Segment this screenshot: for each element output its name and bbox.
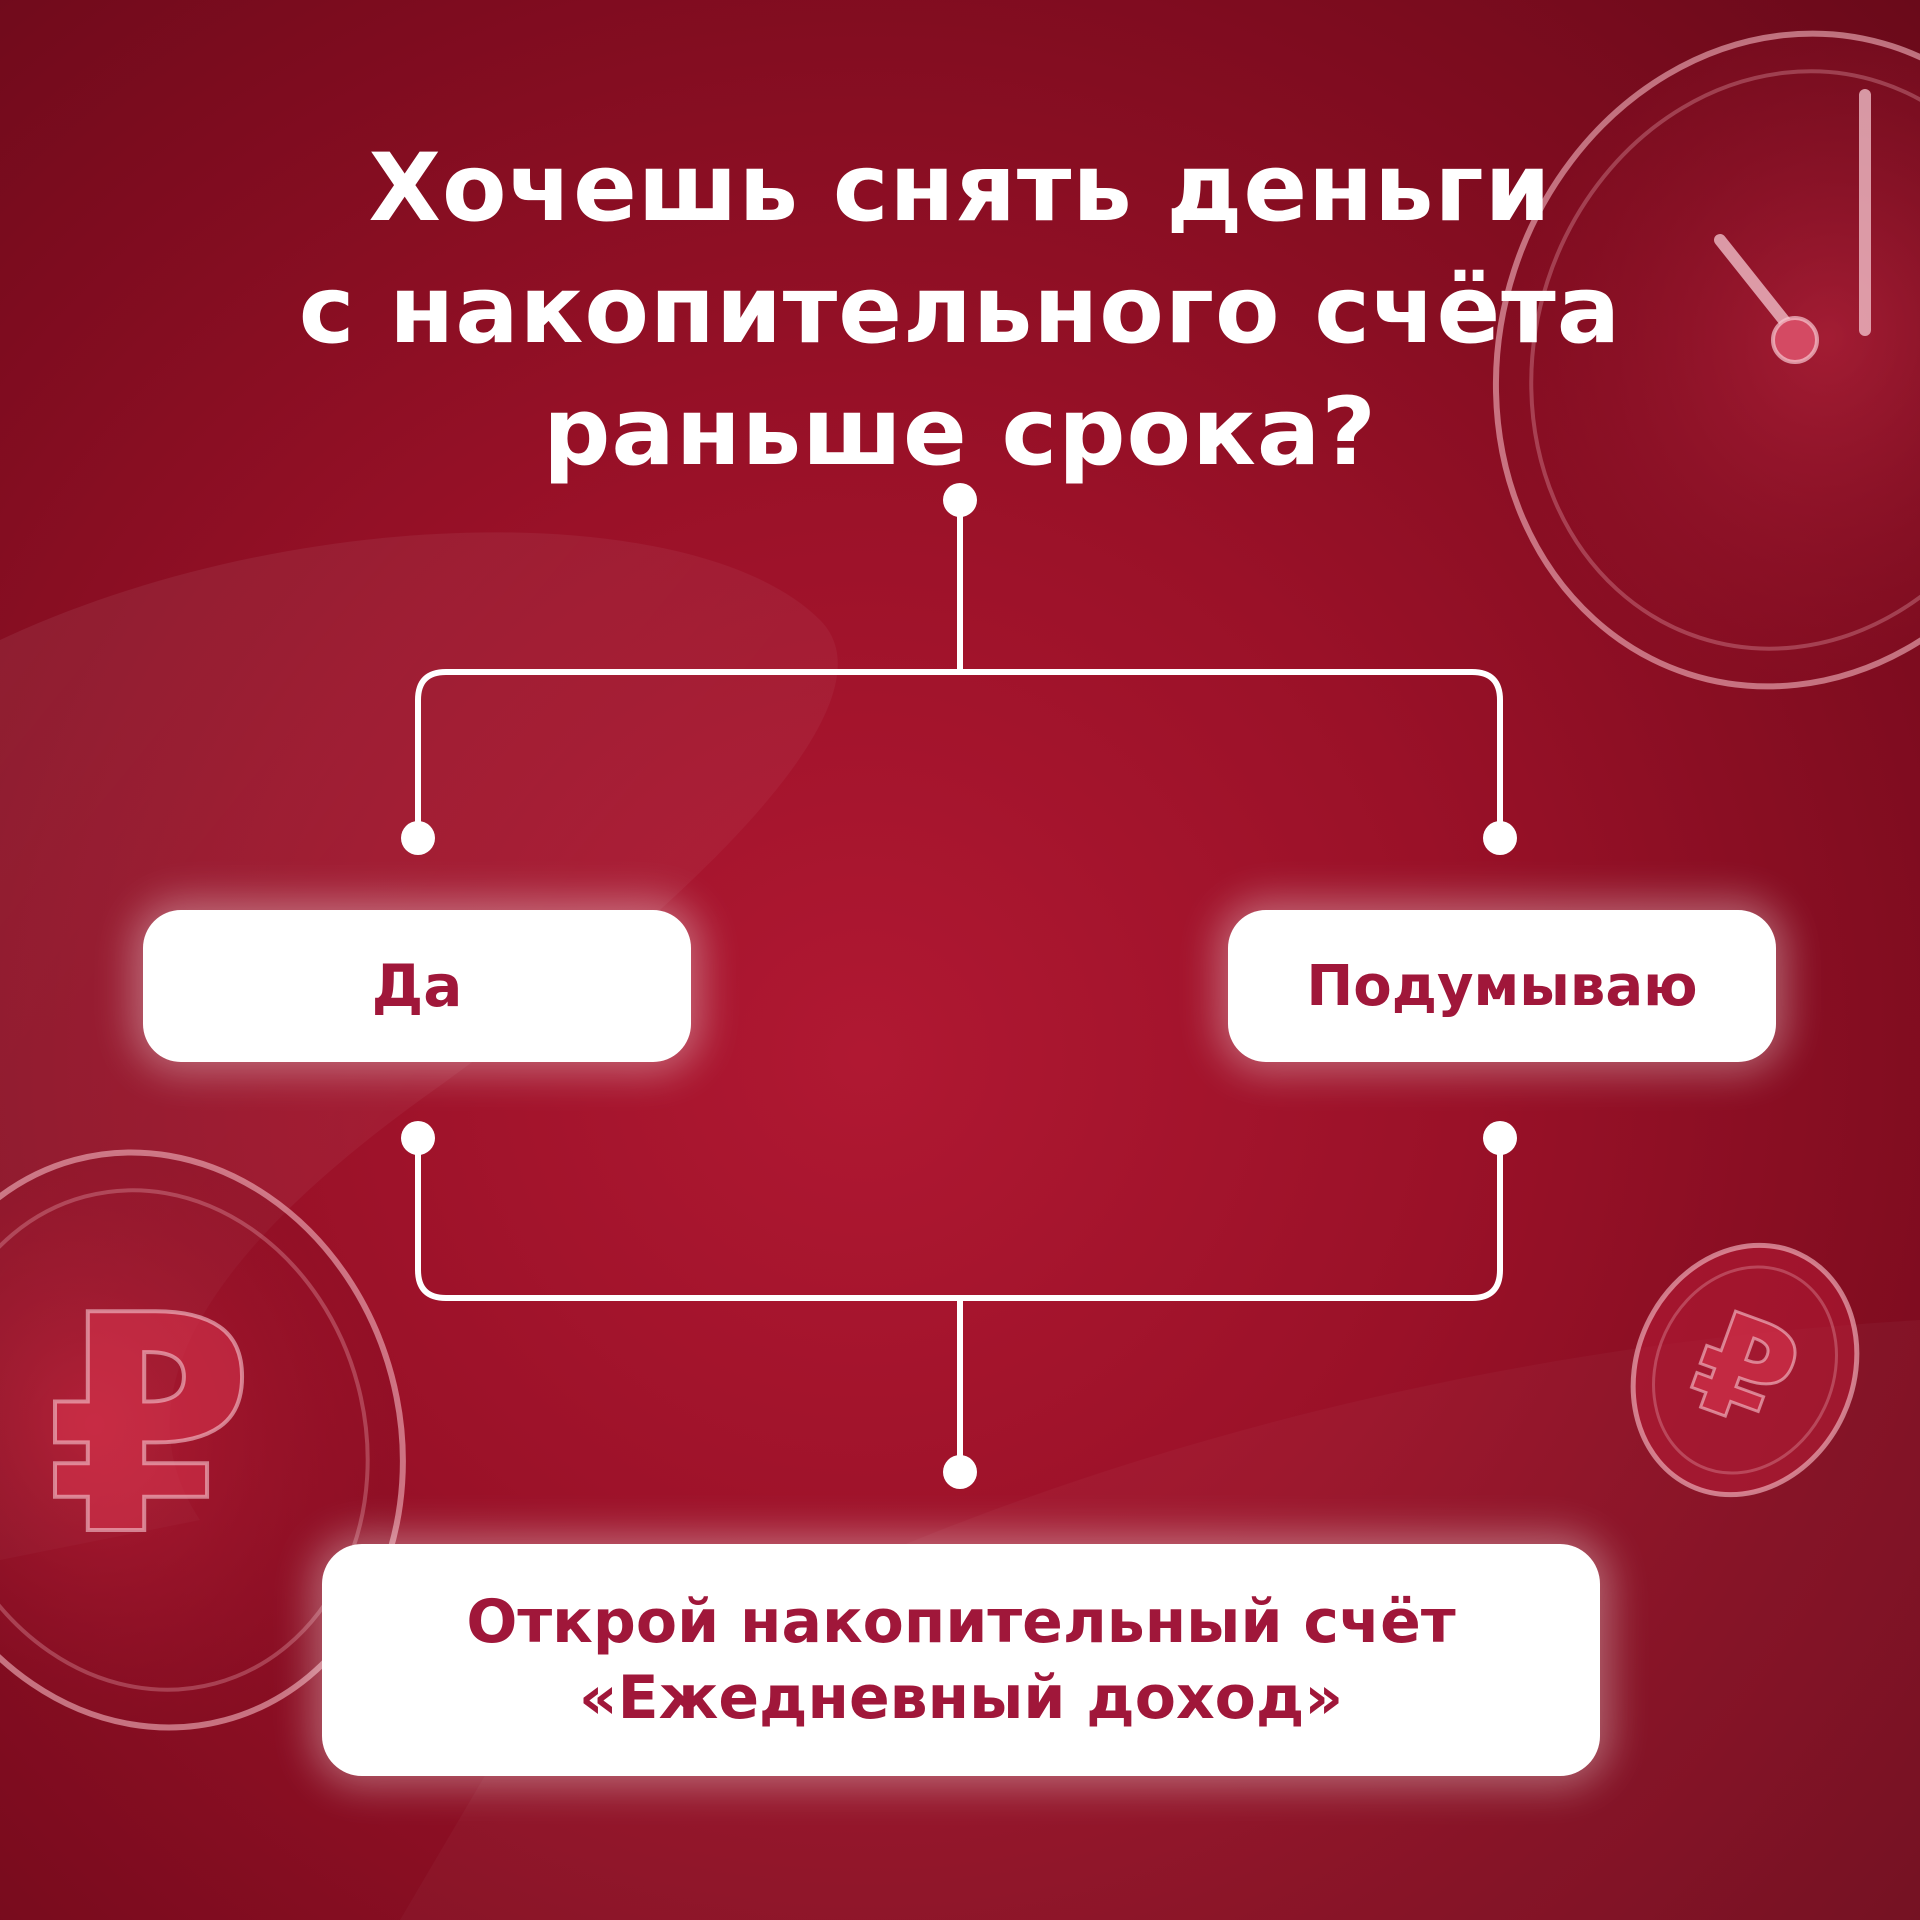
option-maybe-label: Подумываю xyxy=(1306,953,1698,1019)
connector-dot-top xyxy=(943,483,977,517)
option-yes-label: Да xyxy=(371,952,463,1020)
ruble-coin-icon: ₽ xyxy=(0,1149,406,1731)
option-yes: Да xyxy=(143,910,691,1062)
connector-dot-bottom xyxy=(943,1455,977,1489)
connector-top-branch xyxy=(415,669,1503,841)
result-line-1: Открой накопительный счёт xyxy=(466,1587,1456,1657)
option-maybe: Подумываю xyxy=(1228,910,1776,1062)
result-box: Открой накопительный счёт «Ежедневный до… xyxy=(322,1544,1600,1776)
connector-dot-maybe-bottom xyxy=(1483,1121,1517,1155)
connector-dot-yes-bottom xyxy=(401,1121,435,1155)
ruble-coin-small-icon: ₽ xyxy=(1630,1242,1860,1498)
title-line-1: Хочешь снять деньги xyxy=(368,134,1552,243)
title-line-2: с накопительного счёта xyxy=(298,256,1622,365)
svg-text:₽: ₽ xyxy=(46,1252,255,1601)
result-line-2: «Ежедневный доход» xyxy=(578,1663,1344,1733)
connector-dot-maybe-top xyxy=(1483,821,1517,855)
connector-bottom-branch xyxy=(415,1135,1503,1301)
connector-dot-yes-top xyxy=(401,821,435,855)
page-title: Хочешь снять деньги с накопительного счё… xyxy=(0,128,1920,494)
clock-coin-icon xyxy=(1492,30,1920,690)
title-line-3: раньше срока? xyxy=(543,378,1377,487)
